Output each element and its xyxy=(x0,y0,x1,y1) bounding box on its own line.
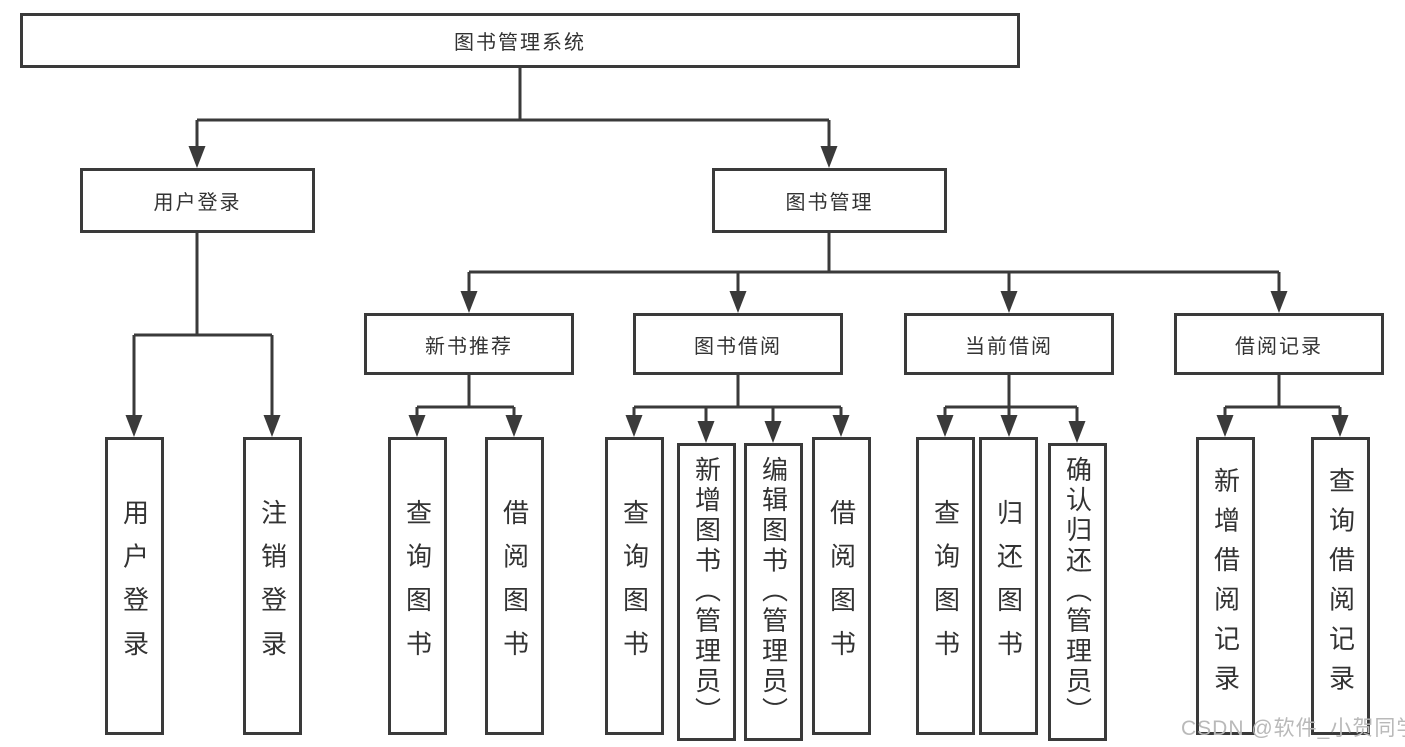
leaf-recommend-query-books: 查询图书 xyxy=(388,437,447,735)
node-user-login: 用户登录 xyxy=(80,168,315,233)
arrowhead xyxy=(263,415,281,437)
node-label: 当前借阅 xyxy=(965,335,1053,358)
node-label: 归还图书 xyxy=(993,498,1024,674)
arrowhead xyxy=(832,415,850,437)
node-label: 图书管理 xyxy=(785,192,874,214)
arrowhead xyxy=(1000,291,1018,313)
leaf-confirm-return-admin: 确认归还（管理员） xyxy=(1048,443,1107,741)
connector-book-management xyxy=(467,233,1281,295)
leaf-edit-books-admin: 编辑图书（管理员） xyxy=(744,443,803,741)
node-label: 新书推荐 xyxy=(425,335,513,358)
node-label: 新增借阅记录 xyxy=(1210,467,1241,705)
leaf-borrow-query-books: 查询图书 xyxy=(605,437,664,735)
node-label: 查询借阅记录 xyxy=(1325,467,1356,705)
csdn-watermark: CSDN @软件_小贺同学 xyxy=(1181,717,1405,740)
arrowhead xyxy=(820,146,838,168)
node-label: 查询图书 xyxy=(930,498,961,674)
node-borrow-records: 借阅记录 xyxy=(1174,313,1384,375)
node-label: 查询图书 xyxy=(619,498,650,674)
node-label: 借阅记录 xyxy=(1235,335,1323,358)
connector-book-borrow xyxy=(632,375,843,425)
leaf-return-books: 归还图书 xyxy=(979,437,1038,735)
arrowhead xyxy=(1000,415,1018,437)
node-new-book-recommend: 新书推荐 xyxy=(364,313,574,375)
node-label: 借阅图书 xyxy=(826,498,857,674)
node-label: 编辑图书（管理员） xyxy=(758,456,789,728)
arrowhead xyxy=(1331,415,1349,437)
connector-root xyxy=(195,68,831,150)
connector-current-borrow xyxy=(943,375,1079,425)
connector-borrow-records xyxy=(1223,375,1342,419)
node-label: 用户登录 xyxy=(153,192,242,214)
arrowhead xyxy=(764,421,782,443)
arrowhead xyxy=(936,415,954,437)
arrowhead xyxy=(697,421,715,443)
arrowhead xyxy=(505,415,523,437)
arrowhead xyxy=(460,291,478,313)
connector-user-login xyxy=(132,233,274,419)
node-label: 新增图书（管理员） xyxy=(691,456,722,728)
node-label: 查询图书 xyxy=(402,498,433,674)
leaf-current-query-books: 查询图书 xyxy=(916,437,975,735)
node-label: 图书借阅 xyxy=(694,335,782,358)
node-library-management-system: 图书管理系统 xyxy=(20,13,1020,68)
connector-new-book-recommend xyxy=(415,375,516,419)
leaf-add-books-admin: 新增图书（管理员） xyxy=(677,443,736,741)
leaf-add-borrow-record: 新增借阅记录 xyxy=(1196,437,1255,735)
arrowhead xyxy=(408,415,426,437)
leaf-logout: 注销登录 xyxy=(243,437,302,735)
node-book-borrow: 图书借阅 xyxy=(633,313,843,375)
arrowhead xyxy=(1270,291,1288,313)
leaf-query-borrow-record: 查询借阅记录 xyxy=(1311,437,1370,735)
node-label: 用户登录 xyxy=(119,498,150,674)
arrowhead xyxy=(1068,421,1086,443)
arrowhead xyxy=(625,415,643,437)
node-current-borrow: 当前借阅 xyxy=(904,313,1114,375)
arrowhead xyxy=(729,291,747,313)
node-book-management: 图书管理 xyxy=(712,168,947,233)
node-label: 借阅图书 xyxy=(499,498,530,674)
leaf-borrow-borrow-books: 借阅图书 xyxy=(812,437,871,735)
node-label: 图书管理系统 xyxy=(454,32,586,54)
arrowhead xyxy=(188,146,206,168)
node-label: 确认归还（管理员） xyxy=(1062,456,1093,728)
leaf-user-login: 用户登录 xyxy=(105,437,164,735)
arrowhead xyxy=(125,415,143,437)
leaf-recommend-borrow-books: 借阅图书 xyxy=(485,437,544,735)
arrowhead xyxy=(1216,415,1234,437)
node-label: 注销登录 xyxy=(257,498,288,674)
